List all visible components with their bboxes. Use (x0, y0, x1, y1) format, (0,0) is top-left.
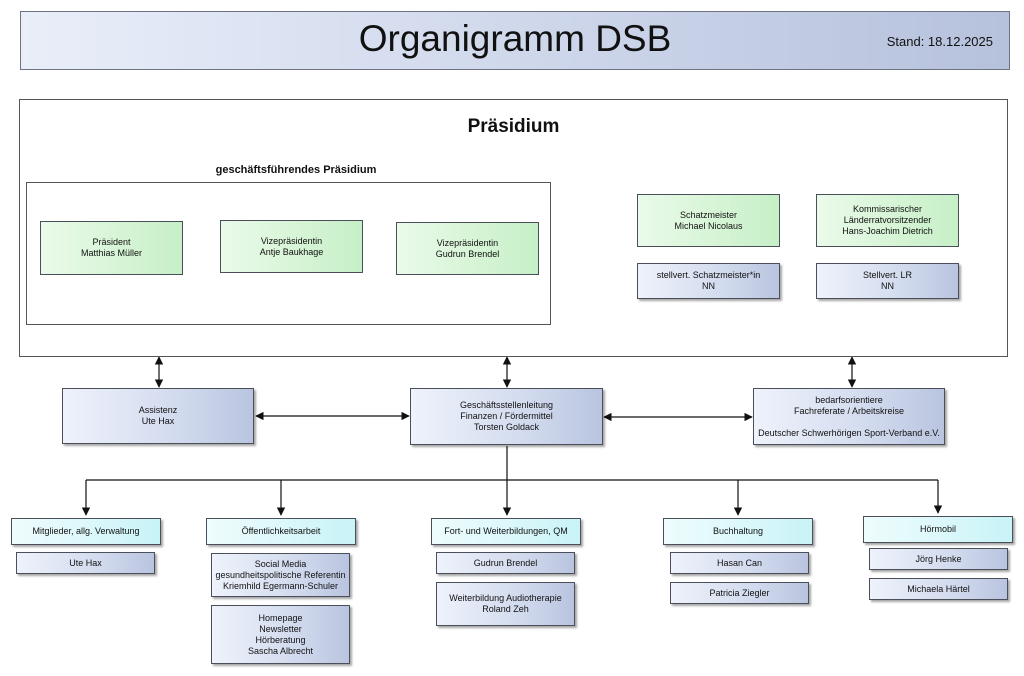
dept-fortbildung-item: Weiterbildung Audiotherapie Roland Zeh (436, 582, 575, 626)
vize2-box: Vizepräsidentin Gudrun Brendel (396, 222, 539, 275)
dept-hoermobil-item: Michaela Härtel (869, 578, 1008, 600)
dept-hoermobil-title: Hörmobil (863, 516, 1013, 543)
dept-oeffentlichkeit-item: Social Media gesundheitspolitische Refer… (211, 553, 350, 597)
praesidium-title: Präsidium (467, 116, 560, 137)
schatzmeister-box: Schatzmeister Michael Nicolaus (637, 194, 780, 247)
title-bar: Organigramm DSB Stand: 18.12.2025 (20, 11, 1010, 70)
dept-buchhaltung-item: Hasan Can (670, 552, 809, 574)
dept-fortbildung-item: Gudrun Brendel (436, 552, 575, 574)
stand-date: Stand: 18.12.2025 (886, 34, 993, 49)
laenderrat-box: Kommissarischer Länderratvorsitzender Ha… (816, 194, 959, 247)
stv-lr-box: Stellvert. LR NN (816, 263, 959, 299)
fachreferate-box: bedarfsorientiere Fachreferate / Arbeits… (753, 388, 945, 445)
dept-oeffentlichkeit-title: Öffentlichkeitsarbeit (206, 518, 356, 545)
dept-hoermobil-item: Jörg Henke (869, 548, 1008, 570)
dept-oeffentlichkeit-item: Homepage Newsletter Hörberatung Sascha A… (211, 605, 350, 664)
dept-buchhaltung-title: Buchhaltung (663, 518, 813, 545)
assistenz-box: Assistenz Ute Hax (62, 388, 254, 444)
page-title: Organigramm DSB (358, 18, 672, 59)
geschaeftsstelle-box: Geschäftsstellenleitung Finanzen / Förde… (410, 388, 603, 445)
stv-schatzmeister-box: stellvert. Schatzmeister*in NN (637, 263, 780, 299)
dept-fortbildung-title: Fort- und Weiterbildungen, QM (431, 518, 581, 545)
gf-praesidium-title: geschäftsführendes Präsidium (215, 164, 377, 176)
praesident-box: Präsident Matthias Müller (40, 221, 183, 275)
vize1-box: Vizepräsidentin Antje Baukhage (220, 220, 363, 273)
dept-mitglieder-title: Mitglieder, allg. Verwaltung (11, 518, 161, 545)
dept-buchhaltung-item: Patricia Ziegler (670, 582, 809, 604)
dept-mitglieder-item: Ute Hax (16, 552, 155, 574)
